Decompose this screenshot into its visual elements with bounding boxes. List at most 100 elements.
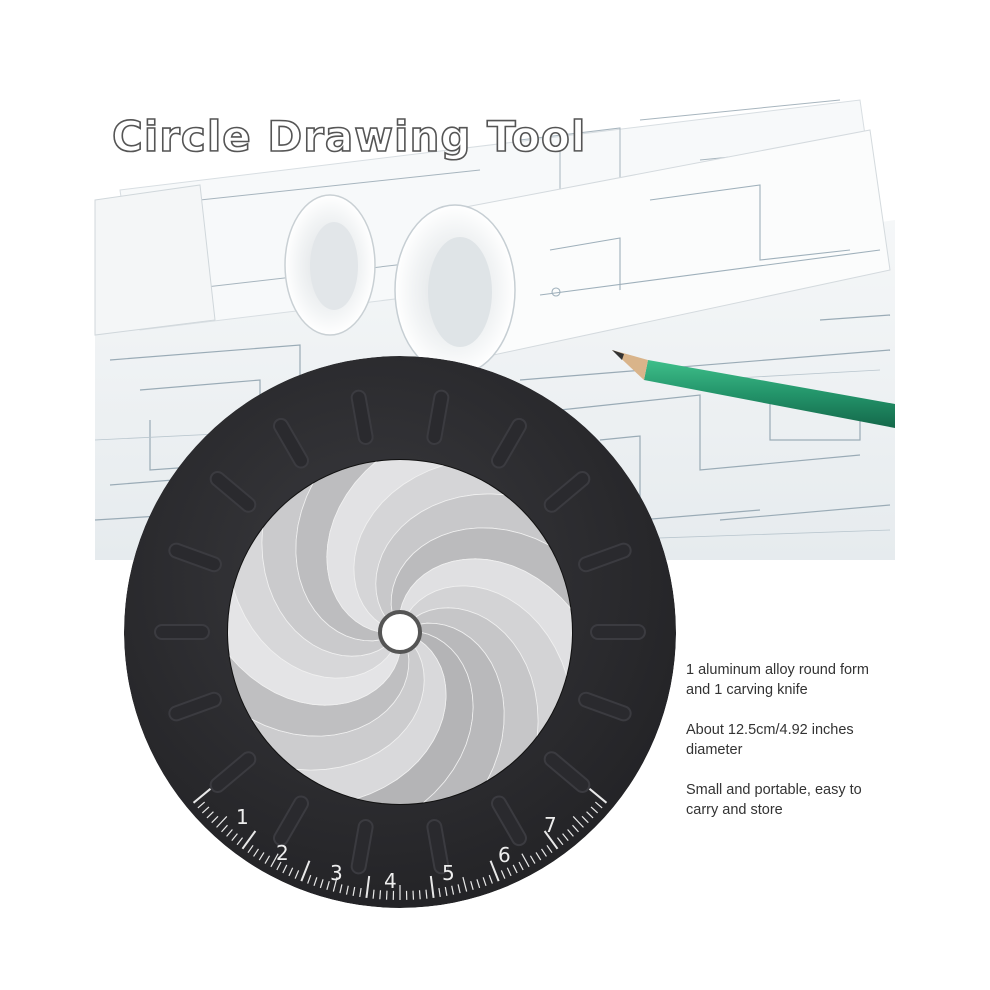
ruler-scale (192, 788, 608, 900)
ring-slot (275, 419, 307, 467)
ring-slot (545, 753, 589, 791)
ring-slot (580, 544, 630, 571)
ring-slot (211, 473, 255, 511)
ruler-tick (518, 861, 524, 871)
ruler-number-4: 4 (384, 869, 397, 893)
ruler-tick (586, 811, 594, 819)
ring-slot (170, 544, 220, 571)
feature-item: Small and portable, easy to carry and st… (686, 782, 862, 818)
ruler-tick (451, 885, 455, 895)
ruler-tick (556, 837, 564, 846)
ruler-tick (313, 877, 318, 887)
ruler-tick (429, 875, 435, 899)
ring-slot (493, 797, 525, 845)
ruler-tick (288, 867, 294, 877)
ruler-tick (241, 830, 257, 850)
ruler-tick (339, 884, 343, 894)
blueprint-rolls (94, 99, 891, 376)
ring-slot (428, 820, 448, 873)
ring-slot (211, 753, 255, 791)
ruler-tick (425, 889, 428, 899)
ruler-tick (192, 788, 212, 804)
ruler-tick (594, 801, 603, 809)
ruler-tick (326, 881, 330, 890)
ruler-tick (476, 879, 481, 889)
ruler-tick (444, 886, 448, 896)
ruler-tick (231, 833, 238, 842)
ruler-number-2: 2 (276, 841, 289, 865)
ruler-tick (201, 806, 210, 814)
ruler-tick (300, 860, 311, 882)
ruler-number-5: 5 (442, 861, 455, 885)
page-title: Circle Drawing Tool (111, 111, 587, 162)
ruler-tick (247, 844, 254, 854)
ruler-tick (521, 853, 530, 868)
ruler-tick (541, 848, 547, 857)
ruler-tick (581, 815, 589, 824)
feature-item: About 12.5cm/4.92 inches diameter (686, 722, 854, 758)
ruler-tick (529, 855, 536, 864)
ruler-tick (462, 876, 468, 892)
ruler-number-6: 6 (498, 843, 511, 867)
ruler-tick (482, 877, 487, 887)
ring-slot-marks (154, 389, 646, 875)
ruler-tick (588, 788, 608, 804)
ruler-tick (253, 848, 259, 857)
ruler-tick (307, 874, 312, 884)
ring-slot (428, 391, 448, 444)
ruler-tick (470, 881, 474, 890)
ruler-tick (270, 853, 279, 868)
ring-slot (170, 693, 220, 720)
ruler-tick (319, 879, 324, 889)
ruler-tick (535, 852, 542, 861)
ruler-tick (365, 875, 371, 899)
ruler-tick (512, 864, 518, 874)
ruler-tick (457, 884, 461, 894)
ruler-tick (572, 816, 584, 828)
iris-blades (228, 460, 572, 804)
ruler-tick (590, 806, 599, 814)
ruler-tick (258, 852, 265, 861)
ruler-tick (562, 833, 569, 842)
ring-slot (352, 820, 372, 873)
ruler-tick (211, 815, 219, 824)
pencil-icon (612, 350, 895, 428)
ruler-number-7: 7 (544, 813, 557, 837)
ruler-tick (506, 867, 512, 877)
ruler-tick (276, 861, 282, 871)
ruler-tick (352, 886, 356, 896)
ruler-tick (488, 874, 493, 884)
ruler-tick (546, 844, 553, 854)
ruler-tick (206, 811, 214, 819)
ruler-tick (294, 870, 300, 879)
feature-item: 1 aluminum alloy round form and 1 carvin… (686, 662, 869, 698)
ruler-number-3: 3 (330, 861, 343, 885)
ruler-tick (438, 887, 441, 898)
center-hole (378, 610, 422, 654)
iris-blade (394, 622, 505, 804)
ruler-tick (359, 887, 362, 898)
ring-slot (580, 693, 630, 720)
ring-slot (352, 391, 372, 444)
ruler-tick (572, 824, 579, 833)
ruler-tick (221, 824, 228, 833)
ruler-tick (197, 801, 206, 809)
ruler-tick (418, 890, 421, 900)
ruler-tick (282, 864, 288, 874)
ruler-tick (216, 816, 228, 828)
ruler-tick (379, 890, 382, 900)
ruler-tick (489, 860, 500, 882)
ruler-tick (236, 837, 244, 846)
ruler-tick (567, 829, 574, 837)
ring-slot (493, 419, 525, 467)
ruler-number-1: 1 (236, 805, 249, 829)
ruler-tick (500, 870, 506, 879)
ring-slot (275, 797, 307, 845)
ruler-tick (226, 829, 233, 837)
ruler-tick (264, 855, 271, 864)
ruler-tick (332, 876, 338, 892)
ruler-tick (345, 885, 349, 895)
feature-list: 1 aluminum alloy round form and 1 carvin… (686, 660, 896, 840)
